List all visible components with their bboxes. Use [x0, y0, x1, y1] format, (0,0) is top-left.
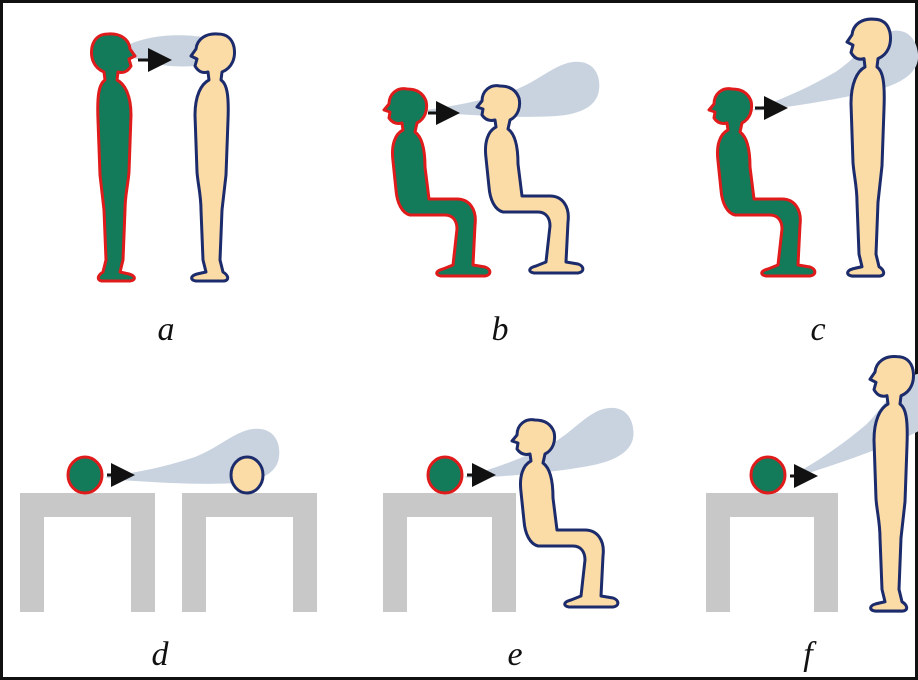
panel-d: d	[20, 428, 317, 673]
emitter-head-on-table	[426, 455, 464, 495]
panel-label: e	[507, 636, 522, 673]
table	[383, 493, 516, 612]
receiver-head-on-table	[229, 455, 265, 495]
panel-f: f	[706, 354, 918, 673]
panel-label: f	[803, 636, 817, 673]
panel-label: d	[152, 636, 170, 673]
panel-label: b	[492, 311, 509, 348]
panel-b: b	[382, 61, 600, 348]
emitter-standing	[90, 32, 137, 283]
panel-a: a	[90, 32, 236, 348]
panel-label: a	[158, 311, 175, 348]
emitter-head-on-table	[749, 455, 787, 495]
emitter-seated	[382, 87, 492, 278]
panel-c: c	[707, 17, 918, 348]
receiver-standing	[189, 32, 236, 283]
emitter-seated	[707, 87, 817, 278]
table-right	[182, 493, 317, 612]
panel-e: e	[383, 405, 638, 673]
table	[706, 493, 838, 612]
emitter-head-on-table	[66, 455, 104, 495]
panel-label: c	[810, 311, 825, 348]
table-left	[20, 493, 155, 612]
